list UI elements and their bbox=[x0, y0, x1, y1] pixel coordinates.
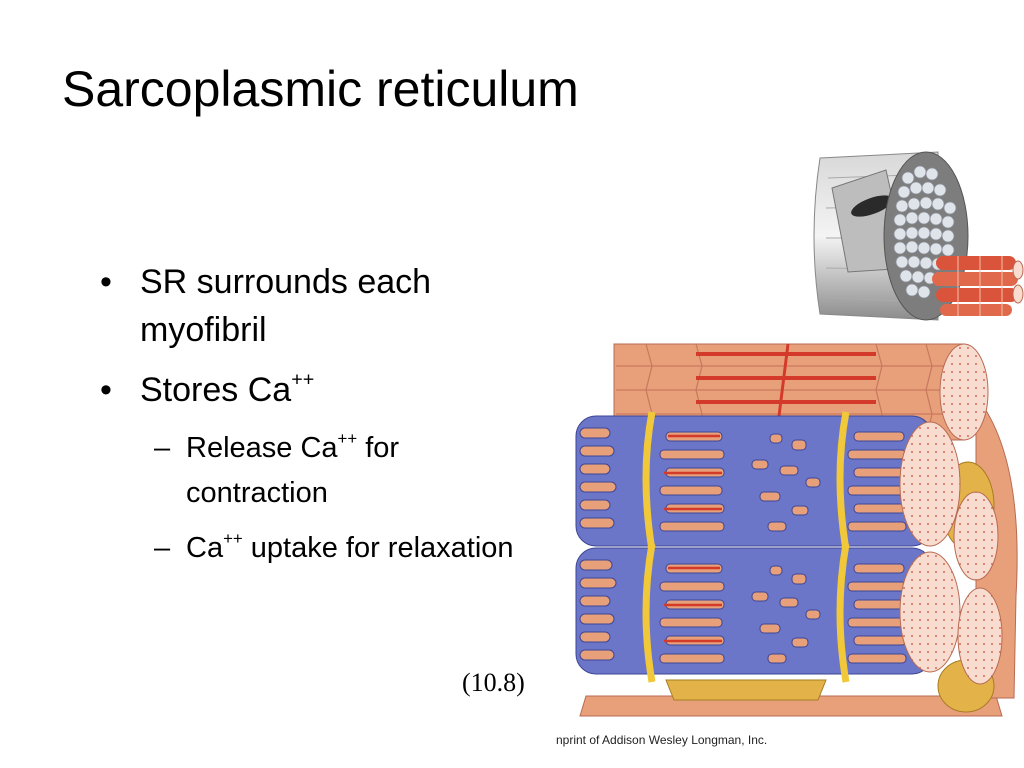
sub-bullet-superscript: ++ bbox=[223, 528, 243, 548]
bullet-item: • SR surrounds each myofibril bbox=[100, 258, 540, 354]
sub-bullet-text-after: for contraction bbox=[186, 432, 400, 509]
bullet-item: • Stores Ca++ bbox=[100, 366, 540, 414]
bullet-marker: • bbox=[100, 263, 112, 301]
bullet-text: SR surrounds each myofibril bbox=[140, 263, 432, 349]
sub-bullet-item: – Release Ca++ for contraction bbox=[154, 426, 540, 516]
sub-bullet-text: Release Ca bbox=[186, 432, 338, 464]
bullet-list: • SR surrounds each myofibril • Stores C… bbox=[100, 258, 540, 581]
figure-reference: (10.8) bbox=[462, 668, 525, 697]
bullet-text: Stores Ca bbox=[140, 371, 292, 409]
muscle-cross-section-illustration bbox=[813, 151, 1024, 321]
slide-title: Sarcoplasmic reticulum bbox=[62, 61, 579, 117]
sub-bullet-item: – Ca++ uptake for relaxation bbox=[154, 526, 540, 571]
sub-bullet-superscript: ++ bbox=[337, 428, 358, 448]
bullet-marker: • bbox=[100, 371, 112, 409]
image-credit: nprint of Addison Wesley Longman, Inc. bbox=[556, 733, 768, 747]
bullet-superscript: ++ bbox=[291, 368, 315, 391]
sarcoplasmic-reticulum-illustration bbox=[575, 343, 1018, 717]
sub-bullet-marker: – bbox=[154, 532, 171, 564]
sub-bullet-text: Ca bbox=[186, 532, 224, 564]
sub-bullet-marker: – bbox=[154, 432, 171, 464]
sub-bullet-text-after: uptake for relaxation bbox=[242, 532, 514, 564]
